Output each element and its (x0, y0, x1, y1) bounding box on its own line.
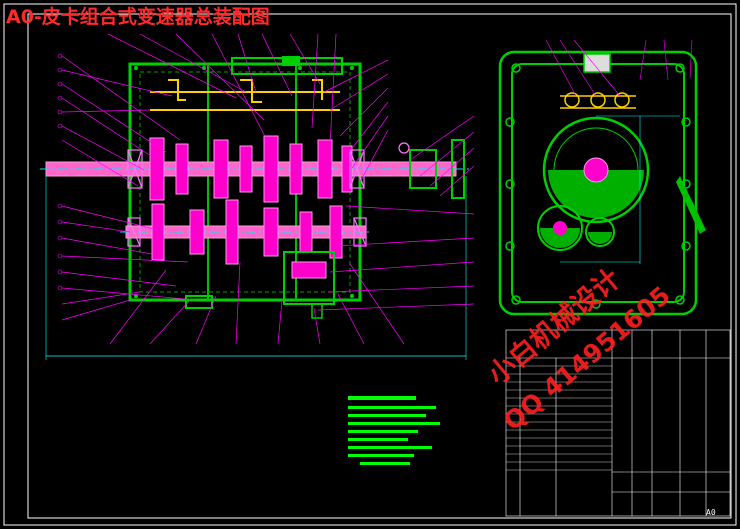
table-row (506, 365, 612, 471)
drawing-border (3, 3, 737, 526)
parts-list-table (505, 329, 731, 517)
main-section-view (40, 56, 470, 360)
drawing-title: A0-皮卡组合式变速器总装配图 (6, 6, 270, 28)
technical-notes (348, 396, 440, 465)
sheet-size-code: A0 (706, 508, 716, 517)
shift-fork-icon (150, 79, 340, 111)
callout-leaders (61, 33, 475, 345)
gear-icon (149, 135, 353, 203)
side-section-view (498, 39, 706, 316)
inner-frame (27, 13, 732, 519)
